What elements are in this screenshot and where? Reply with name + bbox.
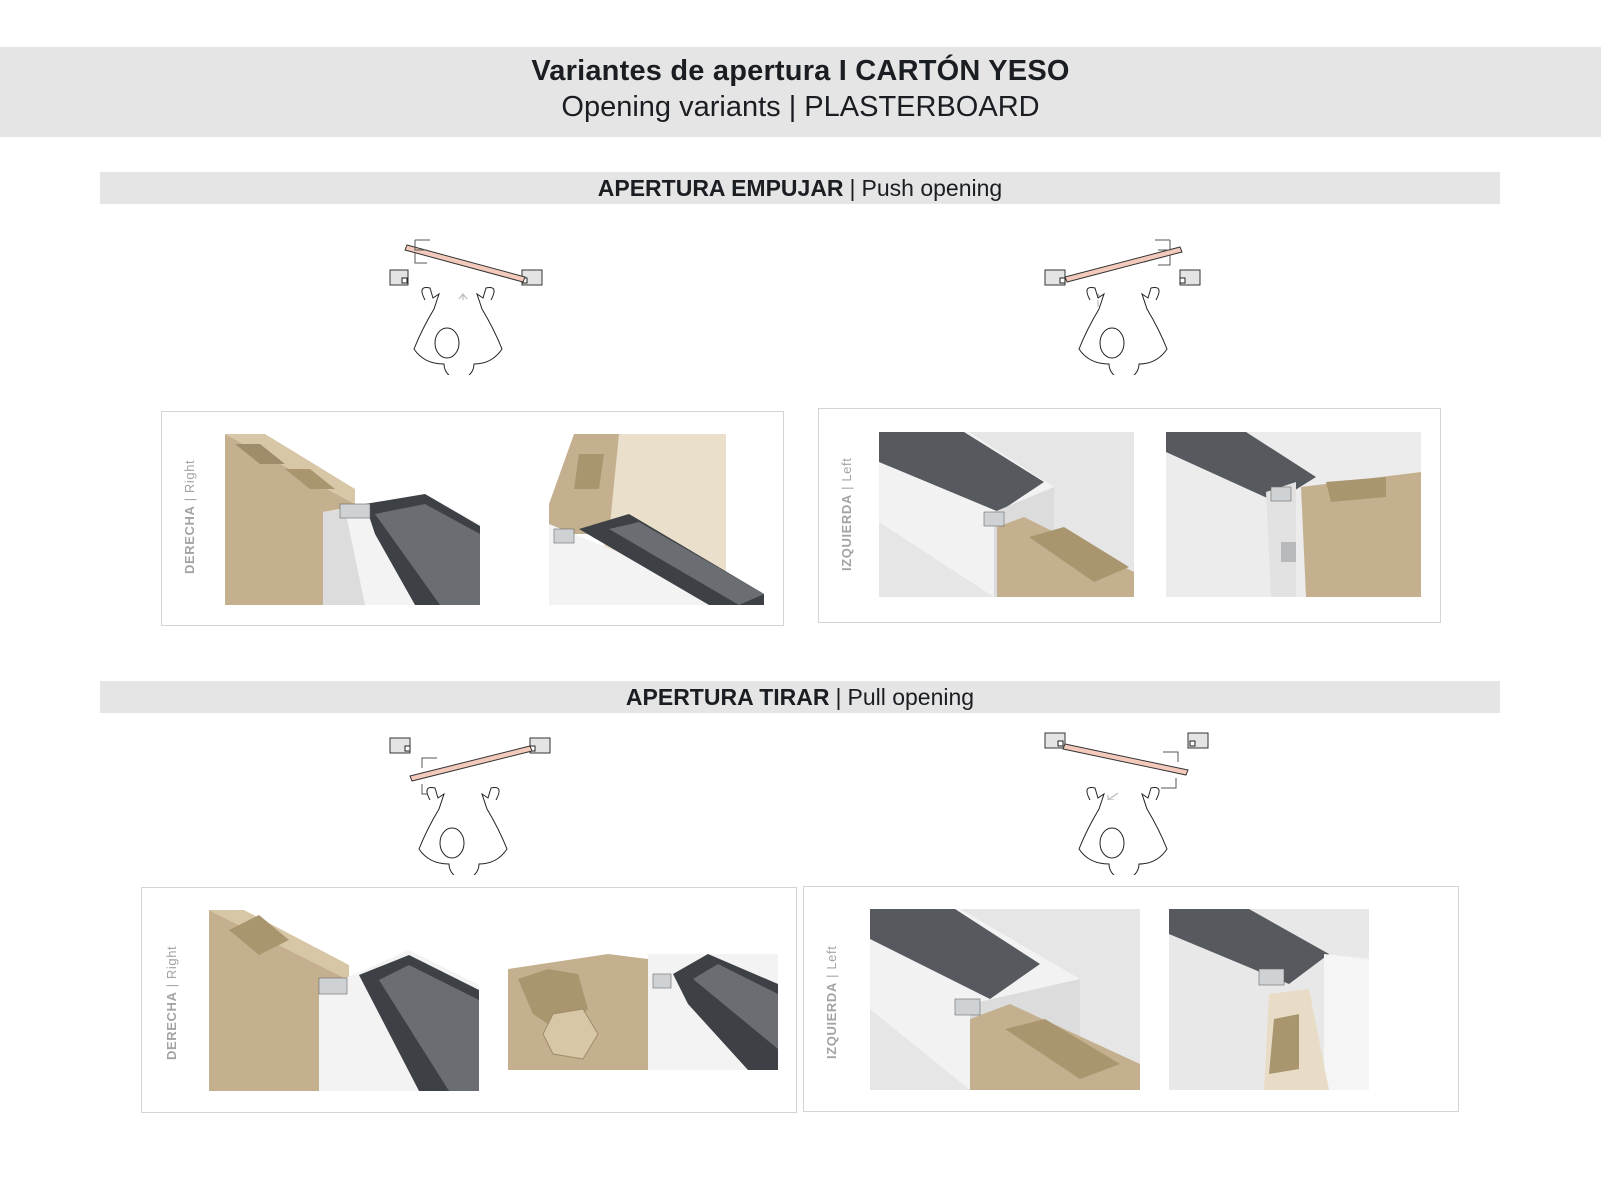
frame-render-open [549, 434, 764, 605]
frame-render-open-frame [648, 954, 778, 1070]
frame-render-image [209, 910, 479, 1091]
page-subtitle: Opening variants | PLASTERBOARD [561, 91, 1040, 123]
frame-render-open [1169, 909, 1369, 1090]
panel-side-label: IZQUIERDA | Left [824, 945, 839, 1059]
push-left-panel: IZQUIERDA | Left [818, 408, 1441, 623]
door-plan-icon [389, 737, 551, 875]
frame-render-open [1166, 432, 1421, 597]
panel-side-label: IZQUIERDA | Left [839, 457, 854, 571]
panel-side-label: DERECHA | Right [182, 459, 197, 574]
frame-render-closed [209, 910, 479, 1091]
frame-render-image [648, 954, 778, 1070]
page-title: Variantes de apertura I CARTÓN YESO [531, 55, 1070, 87]
pull-right-diagram [385, 730, 565, 875]
pull-right-panel: DERECHA | Right [141, 887, 797, 1113]
section-title-es: APERTURA TIRAR [625, 684, 830, 710]
pull-left-diagram [1040, 730, 1220, 875]
section-title-en: Push opening [861, 175, 1003, 201]
section-title-es: APERTURA EMPUJAR [597, 175, 844, 201]
separator: | [835, 684, 842, 710]
push-right-diagram [385, 235, 565, 375]
frame-render-image [870, 909, 1140, 1090]
pull-left-panel: IZQUIERDA | Left [803, 886, 1459, 1112]
push-left-diagram [1040, 235, 1220, 375]
frame-render-image [879, 432, 1134, 597]
door-plan-icon [1044, 732, 1209, 875]
separator: | [849, 175, 856, 201]
section-header-push: APERTURA EMPUJAR|Push opening [100, 172, 1500, 204]
panel-side-label: DERECHA | Right [164, 945, 179, 1060]
frame-render-image [508, 954, 648, 1070]
frame-render-open [508, 954, 648, 1070]
frame-render-image [549, 434, 764, 605]
frame-render-closed [879, 432, 1134, 597]
frame-render-image [1169, 909, 1369, 1090]
door-plan-icon [389, 239, 543, 375]
frame-render-image [1166, 432, 1421, 597]
frame-render-image [225, 434, 480, 605]
section-title-en: Pull opening [847, 684, 975, 710]
frame-render-closed [225, 434, 480, 605]
push-right-panel: DERECHA | Right [161, 411, 784, 626]
section-header-pull: APERTURA TIRAR|Pull opening [100, 681, 1500, 713]
frame-render-closed [870, 909, 1140, 1090]
door-plan-icon [1044, 239, 1201, 375]
title-band: Variantes de apertura I CARTÓN YESO Open… [0, 47, 1601, 137]
